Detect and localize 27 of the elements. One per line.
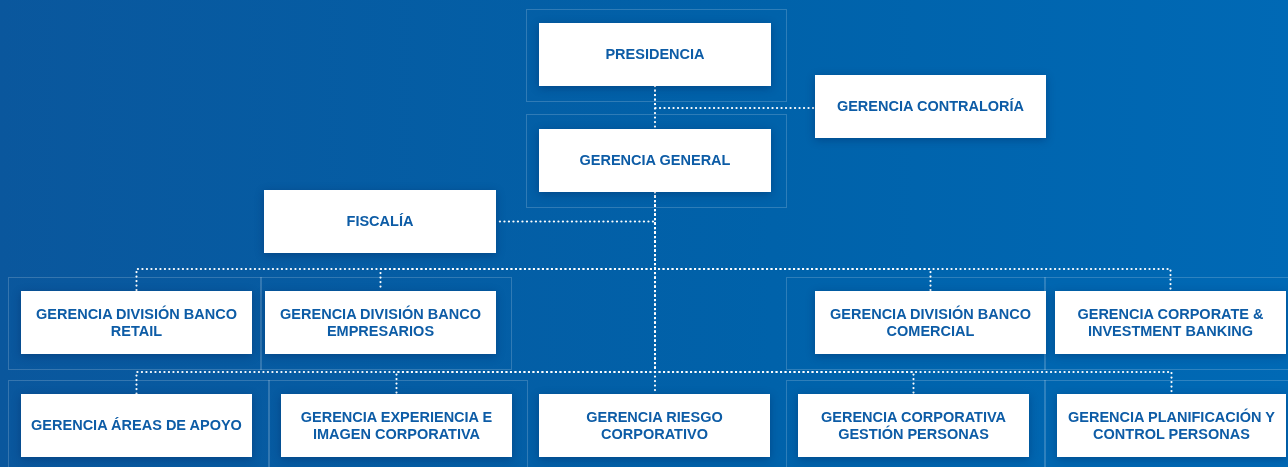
position-box (815, 75, 1046, 138)
position-title: GERENCIA RIESGO CORPORATIVO (585, 408, 724, 443)
position-title: GERENCIA GENERAL (579, 152, 731, 169)
position-box (265, 291, 496, 354)
position-title: PRESIDENCIA (605, 46, 705, 63)
connector-line (653, 84, 817, 110)
position-title: GERENCIA DIVISIÓN BANCO RETAIL (35, 305, 238, 340)
position-box (539, 23, 771, 86)
position-title: GERENCIA DIVISIÓN BANCO EMPRESARIOS (279, 305, 482, 340)
position-box (1057, 394, 1286, 457)
position-title: GERENCIA ÁREAS DE APOYO (31, 417, 242, 434)
position-box (798, 394, 1029, 457)
position-box (539, 394, 770, 457)
position-box (539, 129, 771, 192)
position-box (1055, 291, 1286, 354)
position-box (281, 394, 512, 457)
position-title: GERENCIA CORPORATIVA GESTIÓN PERSONAS (820, 408, 1007, 443)
position-title: GERENCIA CONTRALORÍA (836, 98, 1025, 115)
position-title: GERENCIA DIVISIÓN BANCO COMERCIAL (829, 305, 1032, 340)
position-title: FISCALÍA (346, 213, 414, 230)
position-title: GERENCIA CORPORATE & INVESTMENT BANKING (1076, 305, 1265, 340)
position-box (21, 394, 252, 457)
position-title: GERENCIA PLANIFICACIÓN Y CONTROL PERSONAS (1066, 408, 1276, 443)
position-title: GERENCIA EXPERIENCIA E IMAGEN CORPORATIVA (299, 408, 494, 443)
position-box (815, 291, 1046, 354)
position-box (264, 190, 496, 253)
position-box (21, 291, 252, 354)
